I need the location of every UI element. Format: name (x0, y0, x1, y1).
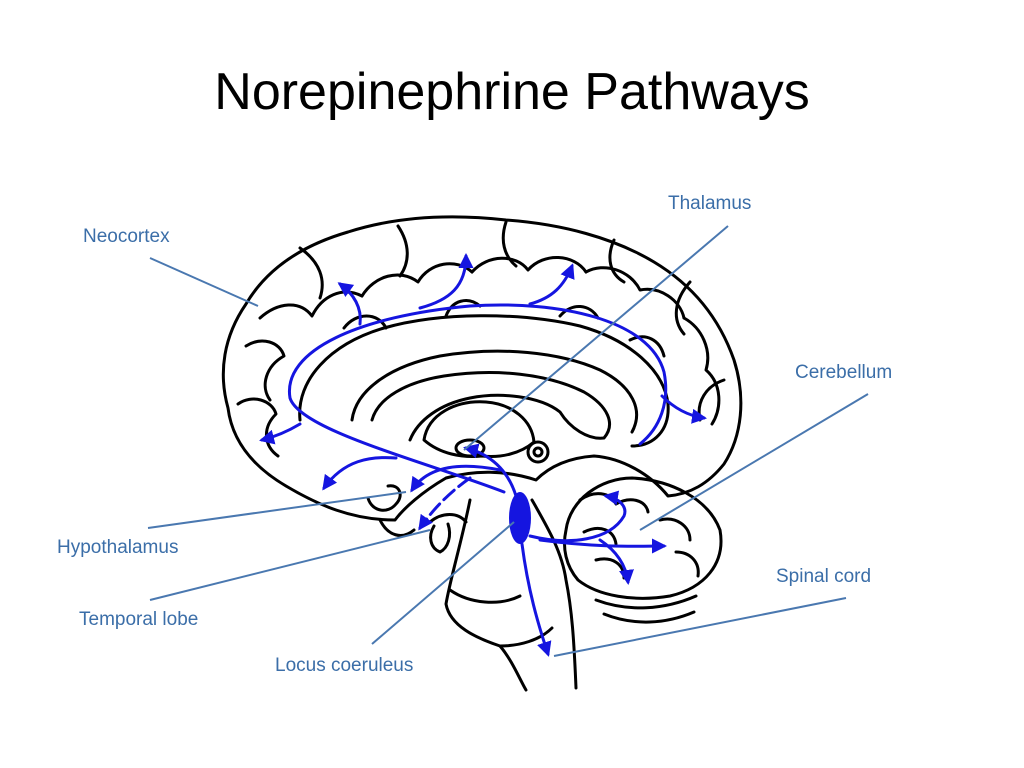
leader-locus-coeruleus (371, 521, 515, 645)
leader-hypothalamus (147, 491, 407, 529)
leader-neocortex (149, 257, 259, 307)
cortex-fold (258, 290, 364, 320)
label-cerebellum: Cerebellum (795, 362, 893, 383)
cortex-fold (608, 238, 626, 284)
temporal-fold (366, 484, 402, 512)
cortex-outer-edge (221, 215, 743, 522)
cortex-fold (682, 316, 721, 426)
pathway-to-hypothalamus (410, 464, 502, 493)
ne-pathways (259, 253, 707, 657)
cortex-fold (244, 339, 286, 402)
pathway-to-amygdala (418, 476, 472, 531)
pathway-to-cortex-3 (528, 263, 575, 306)
cerebellum-fold (674, 550, 700, 578)
optic-chiasm (428, 513, 468, 524)
cortex-fold (501, 220, 518, 268)
cortex-fold (342, 314, 388, 330)
medulla-line (498, 626, 554, 648)
cerebellum-fold (578, 492, 650, 514)
label-neocortex: Neocortex (83, 226, 170, 247)
pathway-to-spinal-cord (520, 542, 552, 657)
cortex-fold (628, 335, 666, 358)
cortex-fold (360, 262, 474, 298)
cortex-fold (298, 246, 324, 300)
cortex-fold (584, 266, 686, 320)
cortex-fold (396, 224, 409, 278)
pathway-to-cortex-2 (418, 253, 474, 310)
pathway-to-temporal-lobe (322, 456, 398, 491)
pathway-to-thalamus (463, 443, 518, 498)
brainstem-left (444, 498, 528, 692)
brain-outline (221, 215, 743, 692)
label-thalamus: Thalamus (668, 193, 752, 214)
brainstem-right (530, 498, 578, 690)
cortex-fold (470, 256, 588, 274)
pathway-to-cerebellum-2 (538, 538, 667, 554)
pons-curve (448, 588, 522, 604)
label-hypothalamus: Hypothalamus (57, 537, 179, 558)
leader-temporal-lobe (149, 529, 431, 601)
cortex-fold (236, 397, 280, 458)
cingulate-gyrus (298, 314, 670, 448)
temporal-fold (378, 518, 416, 537)
leader-thalamus (463, 225, 729, 451)
locus-coeruleus-nucleus (509, 492, 531, 544)
label-locus-coeruleus: Locus coeruleus (275, 655, 414, 676)
pathway-to-neocortex-ring (287, 303, 668, 494)
cerebellum-fold (602, 610, 696, 624)
pathway-to-cortex-1 (337, 282, 362, 326)
cerebellum-fold (582, 527, 618, 546)
leader-lines (147, 225, 869, 657)
pathway-to-occipital (660, 394, 707, 424)
slide-title: Norepinephrine Pathways (214, 63, 810, 121)
leader-spinal-cord (553, 597, 847, 657)
label-spinal-cord: Spinal cord (776, 566, 872, 587)
pathway-to-cerebellum-3 (598, 538, 634, 585)
cerebellum-outline (563, 476, 723, 600)
pineal-body (526, 440, 550, 464)
cerebellum-fold (658, 517, 692, 542)
corpus-callosum (350, 349, 638, 434)
cerebellum-fold (594, 594, 698, 610)
pineal-inner (532, 446, 544, 458)
leader-cerebellum (639, 393, 869, 531)
pathway-to-frontal (259, 422, 302, 445)
pituitary (429, 522, 452, 554)
corpus-callosum-inner (370, 371, 611, 442)
label-temporal-lobe: Temporal lobe (79, 609, 199, 630)
pathway-to-cerebellum (528, 490, 627, 543)
cortex-fold (444, 299, 482, 318)
cortex-fold (558, 305, 600, 320)
cortex-fold (674, 280, 692, 336)
